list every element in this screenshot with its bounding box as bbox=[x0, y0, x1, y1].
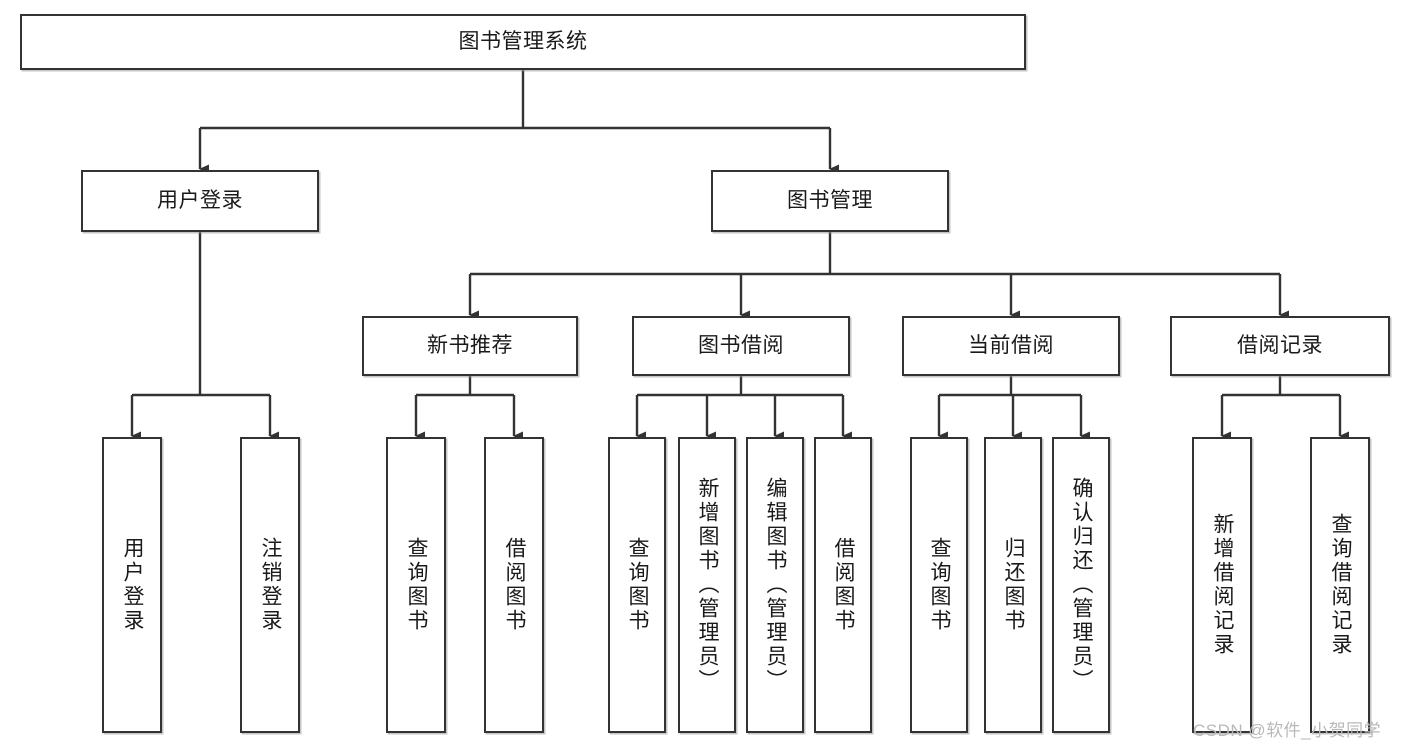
node-book-manage[interactable]: 图书管理 bbox=[711, 170, 949, 232]
node-leaf-add-record-label: 新增借阅记录 bbox=[1211, 513, 1235, 657]
node-borrow-record-label: 借阅记录 bbox=[1237, 334, 1323, 358]
node-user-login-label: 用户登录 bbox=[157, 189, 243, 213]
node-leaf-confirm-return[interactable]: 确认归还（管理员） bbox=[1052, 437, 1110, 733]
node-leaf-user-logout[interactable]: 注销登录 bbox=[240, 437, 300, 733]
node-leaf-query-book-borrow-label: 查询图书 bbox=[626, 537, 650, 633]
node-book-manage-label: 图书管理 bbox=[787, 189, 873, 213]
node-current-borrow-label: 当前借阅 bbox=[968, 334, 1054, 358]
node-user-login[interactable]: 用户登录 bbox=[81, 170, 319, 232]
node-new-book-rec-label: 新书推荐 bbox=[427, 334, 513, 358]
node-leaf-add-book[interactable]: 新增图书（管理员） bbox=[678, 437, 736, 733]
node-current-borrow[interactable]: 当前借阅 bbox=[902, 316, 1120, 376]
node-new-book-rec[interactable]: 新书推荐 bbox=[362, 316, 578, 376]
node-root[interactable]: 图书管理系统 bbox=[20, 14, 1026, 70]
node-leaf-query-book-borrow[interactable]: 查询图书 bbox=[608, 437, 666, 733]
node-leaf-user-logout-label: 注销登录 bbox=[259, 537, 283, 633]
node-leaf-query-book-rec[interactable]: 查询图书 bbox=[386, 437, 446, 733]
node-leaf-add-record[interactable]: 新增借阅记录 bbox=[1192, 437, 1252, 733]
node-leaf-user-login-label: 用户登录 bbox=[121, 537, 145, 633]
node-leaf-query-book-cur[interactable]: 查询图书 bbox=[910, 437, 968, 733]
node-borrow-record[interactable]: 借阅记录 bbox=[1170, 316, 1390, 376]
node-leaf-edit-book-label: 编辑图书（管理员） bbox=[764, 477, 788, 693]
node-leaf-edit-book[interactable]: 编辑图书（管理员） bbox=[746, 437, 804, 733]
node-book-borrow[interactable]: 图书借阅 bbox=[632, 316, 850, 376]
node-leaf-return-book-label: 归还图书 bbox=[1002, 537, 1026, 633]
node-leaf-borrow-book-rec[interactable]: 借阅图书 bbox=[484, 437, 544, 733]
node-leaf-query-record-label: 查询借阅记录 bbox=[1329, 513, 1353, 657]
node-leaf-return-book[interactable]: 归还图书 bbox=[984, 437, 1042, 733]
node-leaf-add-book-label: 新增图书（管理员） bbox=[696, 477, 720, 693]
node-leaf-borrow-book-rec-label: 借阅图书 bbox=[503, 537, 527, 633]
node-leaf-user-login[interactable]: 用户登录 bbox=[102, 437, 162, 733]
node-leaf-query-record[interactable]: 查询借阅记录 bbox=[1310, 437, 1370, 733]
node-leaf-borrow-book[interactable]: 借阅图书 bbox=[814, 437, 872, 733]
node-leaf-confirm-return-label: 确认归还（管理员） bbox=[1070, 477, 1094, 693]
node-leaf-query-book-rec-label: 查询图书 bbox=[405, 537, 429, 633]
node-book-borrow-label: 图书借阅 bbox=[698, 334, 784, 358]
node-leaf-query-book-cur-label: 查询图书 bbox=[928, 537, 952, 633]
node-leaf-borrow-book-label: 借阅图书 bbox=[832, 537, 856, 633]
node-root-label: 图书管理系统 bbox=[458, 30, 588, 54]
edge-paths bbox=[130, 70, 1349, 441]
